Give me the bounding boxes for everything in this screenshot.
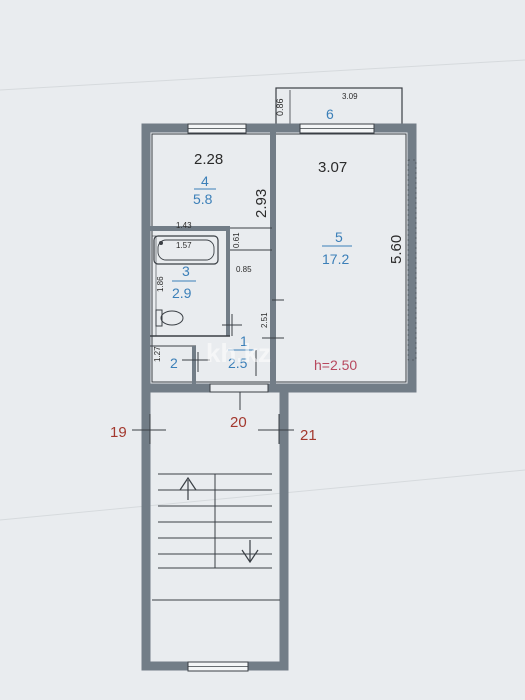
partition-4-5: [270, 132, 276, 384]
dimension-labels: 2.28 2.93 3.07 5.60 1.43 1.57 0.61 0.85 …: [153, 151, 405, 362]
windows: [187, 123, 417, 672]
room-5-number: 5: [335, 229, 343, 245]
wall-pattern: [407, 159, 417, 361]
room-3-area: 2.9: [172, 285, 192, 301]
bath-height-label: 1.86: [156, 276, 165, 292]
partitions: [150, 132, 284, 393]
bath-inner-label: 1.57: [176, 241, 192, 250]
stairs-up-arrow-icon: [179, 476, 197, 500]
ceiling-height-label: h=2.50: [314, 357, 357, 373]
balcony-width-label: 3.09: [342, 92, 358, 101]
partition-4-bottom: [150, 226, 230, 231]
staircase: [152, 473, 280, 601]
fixtures: [151, 235, 219, 337]
room-2-number: 2: [170, 355, 178, 371]
balcony-depth-label: 0.86: [275, 98, 285, 116]
axis-label-21: 21: [300, 427, 317, 444]
axis-label-19: 19: [110, 424, 127, 441]
toilet-wall: [192, 346, 196, 384]
room-1-area: 2.5: [228, 355, 248, 371]
bathtub-icon: [153, 235, 219, 265]
room-3-number: 3: [182, 263, 190, 279]
hall-depth-label: 2.51: [260, 312, 269, 328]
room4-depth-label: 2.93: [253, 189, 270, 218]
room-1-number: 1: [240, 333, 248, 349]
toilet-depth-label: 1.27: [153, 346, 162, 362]
axis-markers: 19 20 21: [110, 392, 317, 444]
hall-gap-label: 0.85: [236, 265, 252, 274]
room5-depth-label: 5.60: [388, 235, 405, 264]
axis-label-20: 20: [230, 414, 247, 431]
watermark: kh.kz: [206, 338, 271, 368]
room4-width-label: 2.28: [194, 151, 223, 168]
room-4-number: 4: [201, 173, 209, 189]
room-5-area: 17.2: [322, 251, 349, 267]
stairs-down-arrow-icon: [241, 540, 259, 564]
room5-width-label: 3.07: [318, 159, 347, 176]
bathroom-right-wall: [226, 228, 230, 336]
room-6-number: 6: [326, 106, 334, 122]
paper-line: [0, 469, 525, 521]
room-4-area: 5.8: [193, 191, 213, 207]
bath-side-label: 0.61: [232, 232, 241, 248]
entrance-door: [209, 383, 269, 393]
paper-line: [0, 59, 525, 91]
room-labels: 4 5.8 5 17.2 3 2.9 1 2.5 2: [170, 173, 352, 371]
bath-top-label: 1.43: [176, 221, 192, 230]
